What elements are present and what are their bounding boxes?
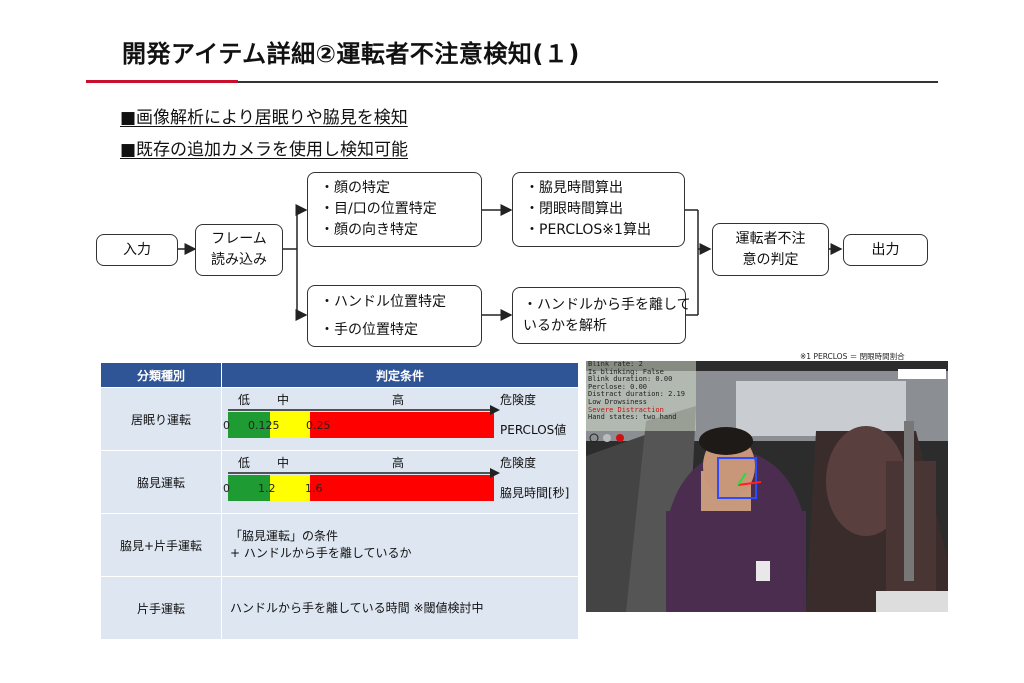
flow-calc-line-2: ・閉眼時間算出 bbox=[525, 201, 623, 217]
overlay-line-2: Is blinking: False bbox=[588, 367, 664, 376]
title-rule bbox=[238, 81, 938, 83]
distract-metric: 脇見時間[秒] bbox=[500, 486, 570, 500]
distract-onehand-line-1: 「脇見運転」の条件 bbox=[230, 529, 339, 543]
row-onehand-condition: ハンドルから手を離している時間 ※閾値検討中 bbox=[221, 576, 579, 640]
overlay-line-7: Severe Distraction bbox=[588, 405, 664, 414]
flow-face-box: ・顔の特定 ・目/口の位置特定 ・顔の向き特定 bbox=[307, 172, 482, 247]
header-condition: 判定条件 bbox=[221, 362, 579, 388]
distract-bar-low bbox=[228, 475, 270, 501]
drowsy-level-low: 低 bbox=[238, 393, 251, 407]
perclos-footnote: ※1 PERCLOS ＝ 閉眼時間割合 bbox=[800, 352, 905, 361]
flow-output-box: 出力 bbox=[843, 234, 928, 266]
row-distract-category: 脇見運転 bbox=[100, 450, 222, 514]
distract-tick-0: 0 bbox=[223, 482, 230, 495]
flow-analyze-line-1: ・ハンドルから手を離して bbox=[523, 296, 691, 313]
drowsy-tick-1: 0.125 bbox=[248, 419, 280, 432]
distract-level-high: 高 bbox=[392, 456, 405, 470]
drowsy-level-high: 高 bbox=[392, 393, 405, 407]
row-drowsy-category: 居眠り運転 bbox=[100, 387, 222, 451]
row-distract-onehand-category: 脇見+片手運転 bbox=[100, 513, 222, 577]
camera-overlay-panel: Blink rate: 2 Is blinking: False Blink d… bbox=[586, 361, 696, 431]
distract-level-low: 低 bbox=[238, 456, 251, 470]
flow-handle-line-2: ・手の位置特定 bbox=[320, 322, 418, 338]
distract-tick-1: 1.2 bbox=[258, 482, 276, 495]
flow-judge-line-1: 運転者不注 bbox=[735, 230, 806, 247]
flow-input-box: 入力 bbox=[96, 234, 178, 266]
flow-calc-line-3: ・PERCLOS※1算出 bbox=[525, 222, 651, 238]
drowsy-tick-2: 0.25 bbox=[306, 419, 331, 432]
overlay-line-1: Blink rate: 2 bbox=[588, 361, 643, 368]
flow-calc-box: ・脇見時間算出 ・閉眼時間算出 ・PERCLOS※1算出 bbox=[512, 172, 685, 247]
camera-capture-image: Blink rate: 2 Is blinking: False Blink d… bbox=[586, 361, 948, 612]
flow-frame-line-1: フレーム bbox=[211, 231, 267, 247]
drowsy-risk-label: 危険度 bbox=[500, 393, 537, 407]
row-distract-condition: 低 中 高 危険度 0 1.2 1.6 脇見時間[秒] bbox=[221, 450, 579, 514]
flow-calc-line-1: ・脇見時間算出 bbox=[525, 180, 623, 196]
overlay-status-dots bbox=[589, 433, 624, 443]
flow-judge-line-2: 意の判定 bbox=[742, 251, 799, 268]
overlay-line-4: Perclose: 0.00 bbox=[588, 382, 648, 391]
overlay-line-8: Hand states: two hand bbox=[588, 413, 677, 422]
onehand-line-1: ハンドルから手を離している時間 ※閾値検討中 bbox=[230, 600, 484, 615]
drowsy-arrow bbox=[228, 405, 500, 415]
distract-arrow bbox=[228, 468, 500, 478]
row-distract-onehand-condition: 「脇見運転」の条件 + ハンドルから手を離しているか bbox=[221, 513, 579, 577]
distract-bar-mid bbox=[270, 475, 310, 501]
drowsy-level-mid: 中 bbox=[277, 393, 290, 407]
flow-face-line-1: ・顔の特定 bbox=[320, 180, 390, 196]
bullet-1: ■画像解析により居眠りや脇見を検知 bbox=[120, 108, 408, 128]
overlay-line-3: Blink duration: 0.00 bbox=[588, 375, 673, 384]
title-accent-rule bbox=[86, 80, 238, 83]
flow-face-line-3: ・顔の向き特定 bbox=[320, 222, 418, 238]
drowsy-tick-0: 0 bbox=[223, 419, 230, 432]
drowsy-bar-low bbox=[228, 412, 270, 438]
flow-handle-line-1: ・ハンドル位置特定 bbox=[320, 294, 446, 310]
flow-judge-box: 運転者不注 意の判定 bbox=[712, 223, 829, 276]
flow-frame-box: フレーム 読み込み bbox=[195, 224, 283, 276]
page-title: 開発アイテム詳細②運転者不注意検知(１) bbox=[122, 40, 580, 68]
flow-face-line-2: ・目/口の位置特定 bbox=[320, 201, 437, 217]
condition-table: 分類種別 判定条件 居眠り運転 低 中 高 危険度 0 0.125 0.25 P… bbox=[100, 362, 579, 640]
distract-scale: 低 中 高 危険度 0 1.2 1.6 脇見時間[秒] bbox=[222, 451, 576, 513]
drowsy-bar-high bbox=[310, 412, 494, 438]
drowsy-bar-mid bbox=[270, 412, 310, 438]
distract-level-mid: 中 bbox=[277, 456, 290, 470]
row-onehand-category: 片手運転 bbox=[100, 576, 222, 640]
flow-output-label: 出力 bbox=[871, 241, 900, 258]
header-category: 分類種別 bbox=[100, 362, 222, 388]
distract-onehand-line-2: + ハンドルから手を離しているか bbox=[230, 546, 412, 560]
flow-handle-box: ・ハンドル位置特定 ・手の位置特定 bbox=[307, 285, 482, 347]
distract-bar-high bbox=[310, 475, 494, 501]
drowsy-scale: 低 中 高 危険度 0 0.125 0.25 PERCLOS値 bbox=[222, 388, 576, 450]
bullet-2: ■既存の追加カメラを使用し検知可能 bbox=[120, 140, 409, 160]
drowsy-metric: PERCLOS値 bbox=[500, 423, 567, 437]
flow-analyze-line-2: いるかを解析 bbox=[523, 317, 607, 334]
row-drowsy-condition: 低 中 高 危険度 0 0.125 0.25 PERCLOS値 bbox=[221, 387, 579, 451]
distract-risk-label: 危険度 bbox=[500, 456, 537, 470]
distract-tick-2: 1.6 bbox=[305, 482, 323, 495]
overlay-line-5: Distract duration: 2.19 bbox=[588, 390, 685, 399]
flow-input-label: 入力 bbox=[123, 241, 151, 258]
flow-analyze-box: ・ハンドルから手を離して いるかを解析 bbox=[512, 287, 691, 344]
flow-frame-line-2: 読み込み bbox=[211, 252, 267, 268]
overlay-line-6: Low Drowsiness bbox=[588, 397, 648, 406]
